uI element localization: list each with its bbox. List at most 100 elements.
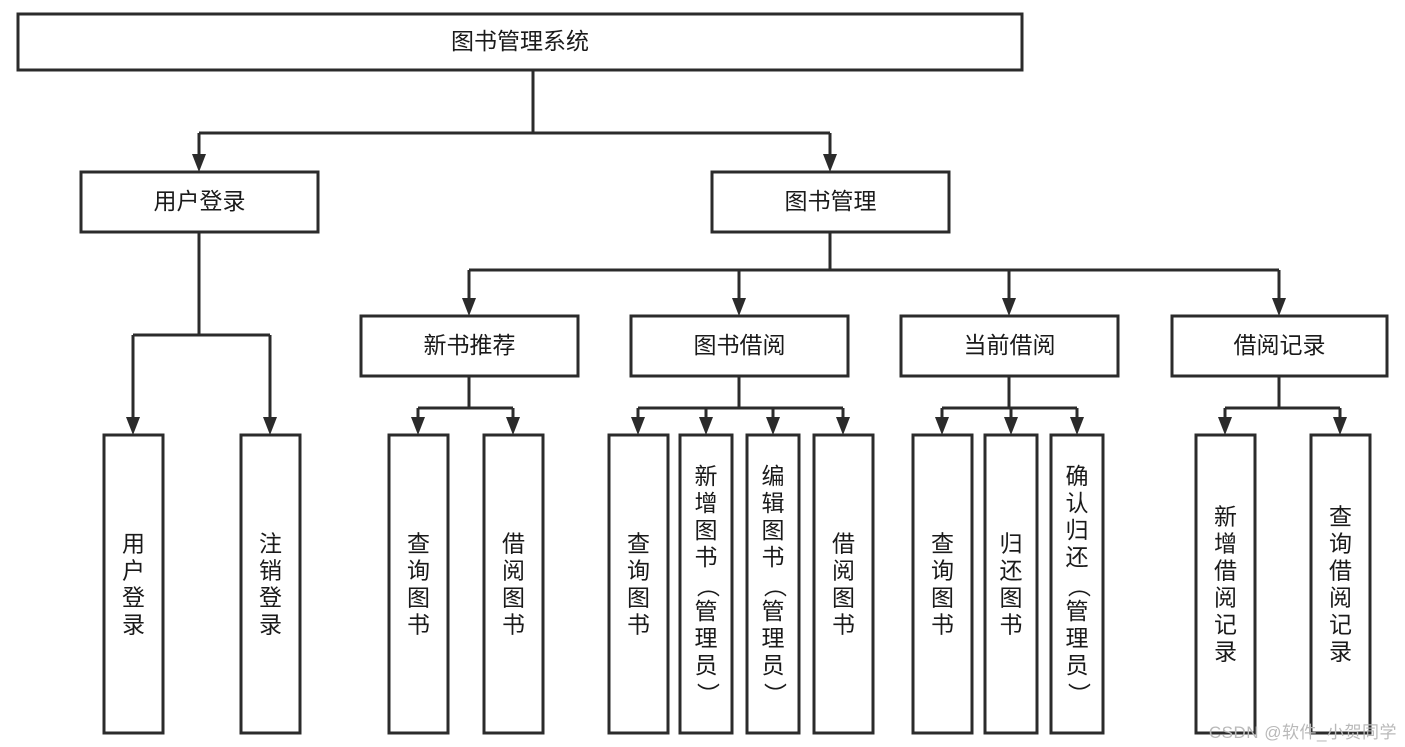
node-leaf-return-book-box[interactable] <box>983 433 1039 735</box>
node-leaf-borrow-book-recommend-box[interactable] <box>482 433 545 735</box>
node-leaf-borrow-book-box[interactable] <box>812 433 875 735</box>
node-leaf-edit-book-admin-char-6: 理 <box>762 625 785 651</box>
node-leaf-add-borrow-record-char-1: 增 <box>1214 531 1237 557</box>
node-leaf-query-book-recommend-char-0: 查 <box>407 531 430 557</box>
node-new-book-recommend-label: 新书推荐 <box>424 332 516 358</box>
node-leaf-edit-book-admin-char-0: 编 <box>762 463 785 489</box>
node-leaf-borrow-book-char-1: 阅 <box>832 558 855 584</box>
node-leaf-logout-login-char-2: 登 <box>259 585 282 611</box>
node-book-management-box[interactable] <box>710 170 951 234</box>
node-leaf-query-book-current-char-3: 书 <box>931 612 954 638</box>
node-leaf-edit-book-admin-char-7: 员 <box>762 652 785 678</box>
node-leaf-borrow-book-recommend-char-3: 书 <box>502 612 525 638</box>
node-leaf-logout-login-box[interactable] <box>239 433 302 735</box>
node-current-borrow-label: 当前借阅 <box>964 332 1056 358</box>
node-leaf-add-borrow-record-char-5: 录 <box>1214 639 1237 665</box>
node-leaf-query-borrow-record-char-2: 借 <box>1329 558 1352 584</box>
node-borrow-record-box[interactable] <box>1170 314 1389 378</box>
node-leaf-query-book-borrow-box[interactable] <box>607 433 670 735</box>
current-borrow-branch-2-arrowhead <box>1070 417 1084 435</box>
node-leaf-confirm-return-admin-char-3: 还 <box>1066 544 1089 570</box>
node-leaf-query-borrow-record-char-5: 录 <box>1329 639 1352 665</box>
node-leaf-return-book-char-1: 还 <box>1000 558 1023 584</box>
node-leaf-query-borrow-record-char-4: 记 <box>1329 612 1352 638</box>
node-leaf-add-book-admin-char-3: 书 <box>695 544 718 570</box>
node-book-management[interactable]: 图书管理 <box>710 170 951 234</box>
node-leaf-add-borrow-record-char-2: 借 <box>1214 558 1237 584</box>
node-leaf-borrow-book-char-3: 书 <box>832 612 855 638</box>
node-new-book-recommend-box[interactable] <box>359 314 580 378</box>
node-leaf-return-book-char-0: 归 <box>1000 531 1023 557</box>
current-borrow-branch-0-arrowhead <box>935 417 949 435</box>
node-leaf-confirm-return-admin-char-5: 管 <box>1066 598 1089 624</box>
book-borrow-branch-1-arrowhead <box>699 417 713 435</box>
node-borrow-record[interactable]: 借阅记录 <box>1170 314 1389 378</box>
node-leaf-confirm-return-admin-char-7: 员 <box>1066 652 1089 678</box>
node-leaf-user-login-char-2: 登 <box>122 585 145 611</box>
node-leaf-add-book-admin-char-1: 增 <box>695 490 718 516</box>
node-leaf-confirm-return-admin-box[interactable] <box>1049 433 1105 735</box>
connector-layer <box>126 70 1347 435</box>
node-user-login-label: 用户登录 <box>154 188 246 214</box>
book-management-branch-3-arrowhead <box>1272 298 1286 316</box>
node-leaf-add-book-admin-char-6: 理 <box>695 625 718 651</box>
node-leaf-edit-book-admin-char-2: 图 <box>762 517 785 543</box>
node-leaf-add-book-admin-char-8: ） <box>695 683 721 706</box>
node-leaf-add-book-admin-box[interactable] <box>678 433 734 735</box>
node-leaf-query-book-borrow-char-0: 查 <box>627 531 650 557</box>
node-leaf-query-book-recommend-char-1: 询 <box>407 558 430 584</box>
node-book-borrow[interactable]: 图书借阅 <box>629 314 850 378</box>
node-leaf-add-book-admin-char-0: 新 <box>695 463 718 489</box>
node-leaf-edit-book-admin-char-8: ） <box>762 683 788 706</box>
node-leaf-query-borrow-record-box[interactable] <box>1309 433 1372 735</box>
new-book-recommend-branch-0-arrowhead <box>411 417 425 435</box>
node-new-book-recommend[interactable]: 新书推荐 <box>359 314 580 378</box>
node-leaf-add-borrow-record-char-3: 阅 <box>1214 585 1237 611</box>
node-leaf-user-login-char-0: 用 <box>122 531 145 557</box>
node-leaf-query-book-recommend-char-2: 图 <box>407 585 430 611</box>
node-user-login[interactable]: 用户登录 <box>79 170 320 234</box>
node-leaf-borrow-book-recommend-char-0: 借 <box>502 531 525 557</box>
node-leaf-edit-book-admin-box[interactable] <box>745 433 801 735</box>
node-leaf-return-book-char-2: 图 <box>1000 585 1023 611</box>
node-leaf-user-login[interactable]: 用户登录 <box>102 433 165 735</box>
node-current-borrow[interactable]: 当前借阅 <box>899 314 1120 378</box>
node-current-borrow-box[interactable] <box>899 314 1120 378</box>
node-leaf-query-book-recommend-char-3: 书 <box>407 612 430 638</box>
root-branch-1-arrowhead <box>823 154 837 172</box>
node-leaf-edit-book-admin-char-4: （ <box>762 575 788 598</box>
node-book-management-label: 图书管理 <box>785 188 877 214</box>
node-leaf-query-book-borrow-char-3: 书 <box>627 612 650 638</box>
node-book-borrow-box[interactable] <box>629 314 850 378</box>
node-root[interactable]: 图书管理系统 <box>16 12 1024 72</box>
node-leaf-query-book-current-box[interactable] <box>911 433 974 735</box>
node-leaf-logout-login-char-3: 录 <box>259 612 282 638</box>
user-login-branch-0-arrowhead <box>126 417 140 435</box>
node-leaf-user-login-box[interactable] <box>102 433 165 735</box>
node-leaf-confirm-return-admin-char-6: 理 <box>1066 625 1089 651</box>
book-borrow-branch-0-arrowhead <box>631 417 645 435</box>
node-layer: 图书管理系统用户登录图书管理新书推荐图书借阅当前借阅借阅记录用户登录注销登录查询… <box>16 12 1389 735</box>
node-leaf-borrow-book-char-0: 借 <box>832 531 855 557</box>
node-leaf-query-book-recommend-box[interactable] <box>387 433 450 735</box>
node-leaf-query-book-current-char-0: 查 <box>931 531 954 557</box>
node-leaf-add-borrow-record-box[interactable] <box>1194 433 1257 735</box>
borrow-record-branch-0-arrowhead <box>1218 417 1232 435</box>
node-leaf-query-borrow-record-char-3: 阅 <box>1329 585 1352 611</box>
node-user-login-box[interactable] <box>79 170 320 234</box>
node-root-box[interactable] <box>16 12 1024 72</box>
